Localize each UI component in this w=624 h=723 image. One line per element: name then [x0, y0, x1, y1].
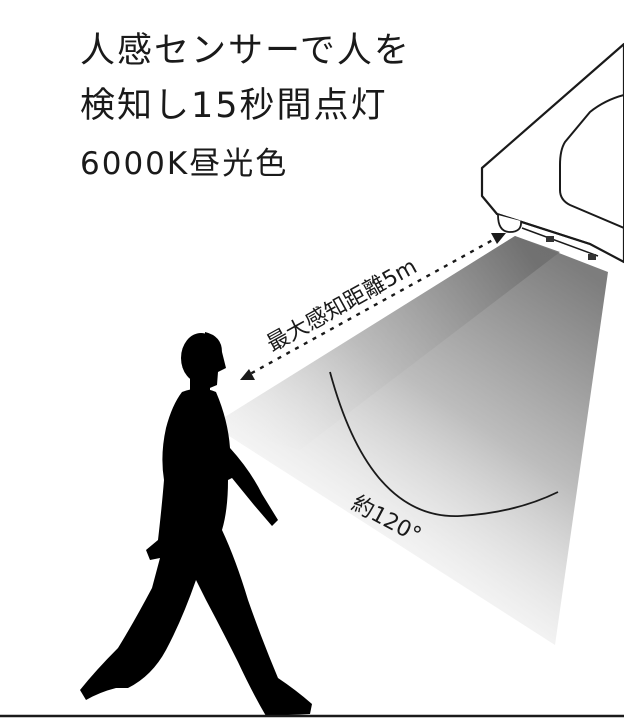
distance-arrow: [240, 233, 506, 380]
angle-arc: [329, 371, 559, 517]
detection-beam-highlight: [212, 236, 560, 450]
detection-beam: [212, 236, 608, 645]
headline-line-1: 人感センサーで人を: [80, 31, 411, 71]
floodlight-icon: [480, 42, 624, 264]
headline-line-2: 検知し15秒間点灯: [80, 86, 388, 126]
walking-person-icon: [80, 332, 312, 716]
headline-line-3: 6000K昼光色: [80, 146, 289, 182]
